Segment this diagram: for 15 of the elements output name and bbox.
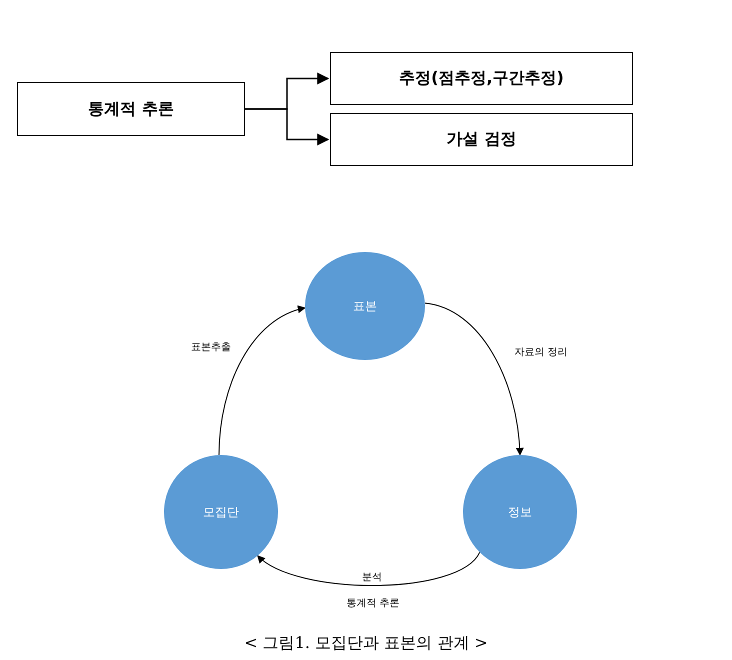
arrow-label: 통계적 추론	[345, 596, 401, 610]
figure-caption: < 그림1. 모집단과 표본의 관계 >	[243, 633, 489, 654]
edge-label: 표본추출	[190, 340, 232, 354]
process-box: 통계적 추론	[17, 82, 245, 136]
process-box: 가설 검정	[330, 113, 633, 166]
arrow	[257, 552, 480, 586]
circle-node: 정보	[463, 455, 577, 569]
circle-node: 표본	[305, 252, 425, 360]
arrow	[245, 108, 330, 146]
arrow	[424, 302, 524, 456]
process-box: 추정(점추정,구간추정)	[330, 52, 633, 105]
arrow	[218, 306, 306, 456]
circle-node: 모집단	[164, 455, 278, 569]
edge-label: 분석	[361, 570, 383, 584]
edge-label: 자료의 정리	[513, 345, 569, 359]
